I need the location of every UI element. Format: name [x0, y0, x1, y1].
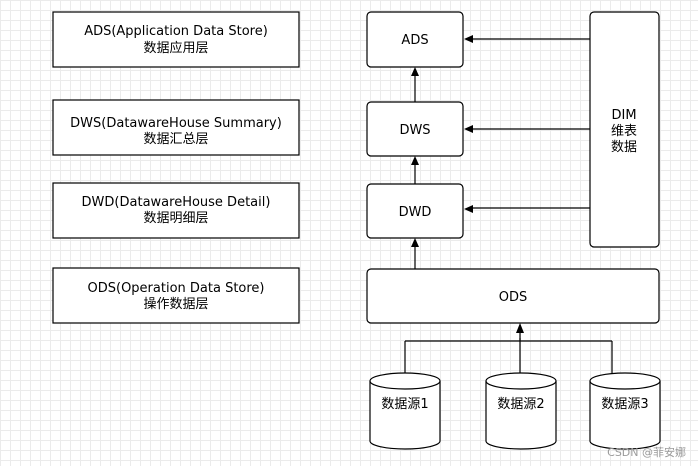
layer-ads-title: ADS(Application Data Store)	[84, 24, 268, 39]
layer-ads-subtitle: 数据应用层	[143, 40, 208, 56]
layer-ods-card: ODS(Operation Data Store) 操作数据层	[52, 267, 300, 324]
layer-dws-title: DWS(DatawareHouse Summary)	[70, 116, 282, 131]
dim-node: DIM 维表 数据	[589, 11, 660, 248]
arrow-dws-to-ads	[411, 67, 419, 102]
flow-dwd-node: DWD	[366, 183, 464, 239]
arrow-dim-to-dwd	[464, 205, 590, 213]
layer-dwd-subtitle: 数据明细层	[143, 211, 208, 226]
layer-dws-subtitle: 数据汇总层	[143, 132, 208, 147]
flow-ods-box	[366, 268, 660, 324]
dim-label-line1: DIM	[611, 108, 636, 123]
layer-ads-box	[52, 11, 300, 68]
dim-label-line2: 维表	[611, 124, 637, 139]
watermark: CSDN @菲安娜	[607, 445, 686, 459]
layer-dws-box	[52, 99, 300, 156]
data-source-1-label: 数据源1	[381, 397, 428, 412]
dim-label-line3: 数据	[611, 140, 637, 155]
data-source-3-body	[589, 372, 661, 450]
data-source-3: 数据源3	[589, 372, 661, 450]
data-source-1: 数据源1	[369, 372, 441, 450]
data-source-3-label: 数据源3	[601, 397, 648, 412]
data-source-2-body	[485, 372, 557, 450]
layer-dwd-title: DWD(DatawareHouse Detail)	[82, 195, 271, 210]
flow-ods-node: ODS	[366, 268, 660, 324]
layer-ods-title: ODS(Operation Data Store)	[88, 281, 265, 296]
layer-dwd-box	[52, 182, 300, 239]
flow-dwd-label: DWD	[399, 205, 432, 220]
layer-ods-box	[52, 267, 300, 324]
layer-ods-subtitle: 操作数据层	[143, 296, 208, 312]
layer-ads-card: ADS(Application Data Store) 数据应用层	[52, 11, 300, 68]
flow-dws-label: DWS	[399, 123, 430, 138]
layer-dwd-card: DWD(DatawareHouse Detail) 数据明细层	[52, 182, 300, 239]
flow-ads-node: ADS	[366, 11, 464, 68]
arrow-ods-to-dwd	[411, 238, 419, 269]
data-source-1-body	[369, 372, 441, 450]
arrow-dim-to-ads	[464, 35, 590, 43]
data-source-2-label: 数据源2	[497, 397, 544, 412]
flow-ads-label: ADS	[401, 33, 428, 48]
arrow-dwd-to-dws	[411, 156, 419, 184]
flow-dws-node: DWS	[366, 101, 464, 157]
arrow-dim-to-dws	[464, 125, 590, 133]
source-connector	[404, 323, 613, 374]
layer-dws-card: DWS(DatawareHouse Summary) 数据汇总层	[52, 99, 300, 156]
data-source-2: 数据源2	[485, 372, 557, 450]
flow-ods-label: ODS	[499, 290, 528, 305]
